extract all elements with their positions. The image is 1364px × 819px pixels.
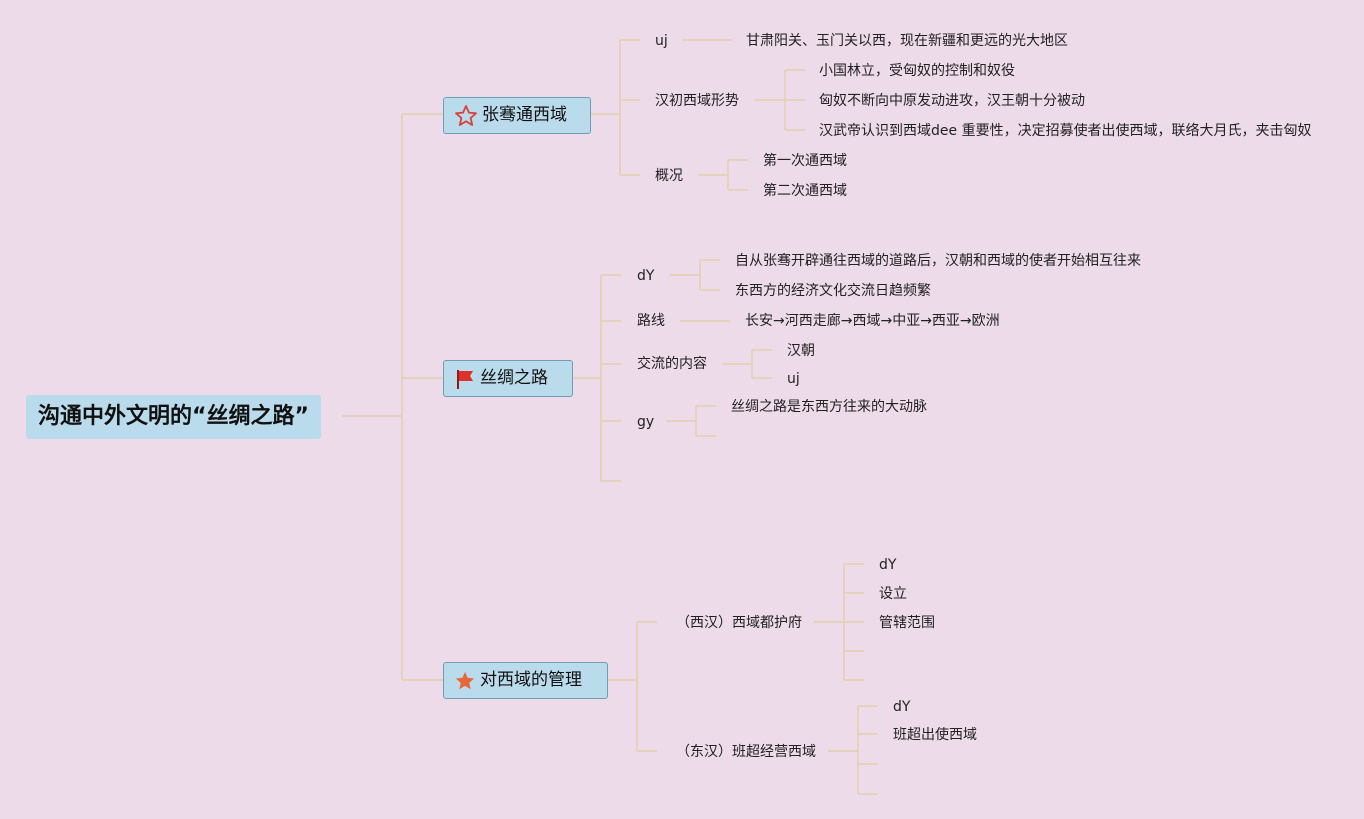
branch-zhangqian[interactable]: 张骞通西域 <box>443 97 591 134</box>
topic-leaf[interactable]: 第一次通西域 <box>763 153 847 169</box>
topic-overview[interactable]: 概况 <box>655 168 683 184</box>
topic-leaf[interactable]: 第二次通西域 <box>763 183 847 199</box>
topic-eastern-han[interactable]: （东汉）班超经营西域 <box>676 744 816 760</box>
topic-leaf[interactable]: 小国林立，受匈奴的控制和奴役 <box>819 63 1015 79</box>
root-topic[interactable]: 沟通中外文明的“丝绸之路” <box>26 395 321 439</box>
topic-leaf[interactable]: 东西方的经济文化交流日趋频繁 <box>735 283 931 299</box>
topic-han-situation[interactable]: 汉初西域形势 <box>655 93 739 109</box>
topic-leaf[interactable]: 汉朝 <box>787 343 815 359</box>
topic-leaf[interactable]: 设立 <box>879 586 907 602</box>
topic-leaf[interactable]: 匈奴不断向中原发动进攻，汉王朝十分被动 <box>819 93 1085 109</box>
topic-leaf[interactable]: dY <box>893 699 911 715</box>
topic-uj[interactable]: uj <box>655 33 668 49</box>
topic-leaf[interactable]: 丝绸之路是东西方往来的大动脉 <box>731 399 927 415</box>
topic-leaf[interactable]: 自从张骞开辟通往西域的道路后，汉朝和西域的使者开始相互往来 <box>735 253 1141 269</box>
topic-leaf[interactable]: 甘肃阳关、玉门关以西，现在新疆和更远的光大地区 <box>746 33 1068 49</box>
branch-label: 张骞通西域 <box>482 105 567 125</box>
topic-leaf[interactable]: uj <box>787 371 800 387</box>
topic-dy[interactable]: dY <box>637 268 655 284</box>
star-filled-icon <box>454 670 476 692</box>
topic-route[interactable]: 路线 <box>637 313 665 329</box>
topic-exchange[interactable]: 交流的内容 <box>637 356 707 372</box>
topic-gy[interactable]: gy <box>637 414 655 430</box>
red-flag-icon <box>454 368 476 390</box>
branch-silk-road[interactable]: 丝绸之路 <box>443 360 573 397</box>
topic-leaf[interactable]: 班超出使西域 <box>893 727 977 743</box>
star-outline-icon <box>454 104 478 128</box>
branch-label: 对西域的管理 <box>480 670 582 690</box>
topic-western-han[interactable]: （西汉）西域都护府 <box>676 615 802 631</box>
topic-leaf[interactable]: 长安→河西走廊→西域→中亚→西亚→欧洲 <box>745 313 1000 329</box>
branch-label: 丝绸之路 <box>480 368 548 388</box>
branch-management[interactable]: 对西域的管理 <box>443 662 608 699</box>
topic-leaf[interactable]: 汉武帝认识到西域dee 重要性，决定招募使者出使西域，联络大月氏，夹击匈奴 <box>819 123 1312 139</box>
topic-leaf[interactable]: dY <box>879 557 897 573</box>
topic-leaf[interactable]: 管辖范围 <box>879 615 935 631</box>
